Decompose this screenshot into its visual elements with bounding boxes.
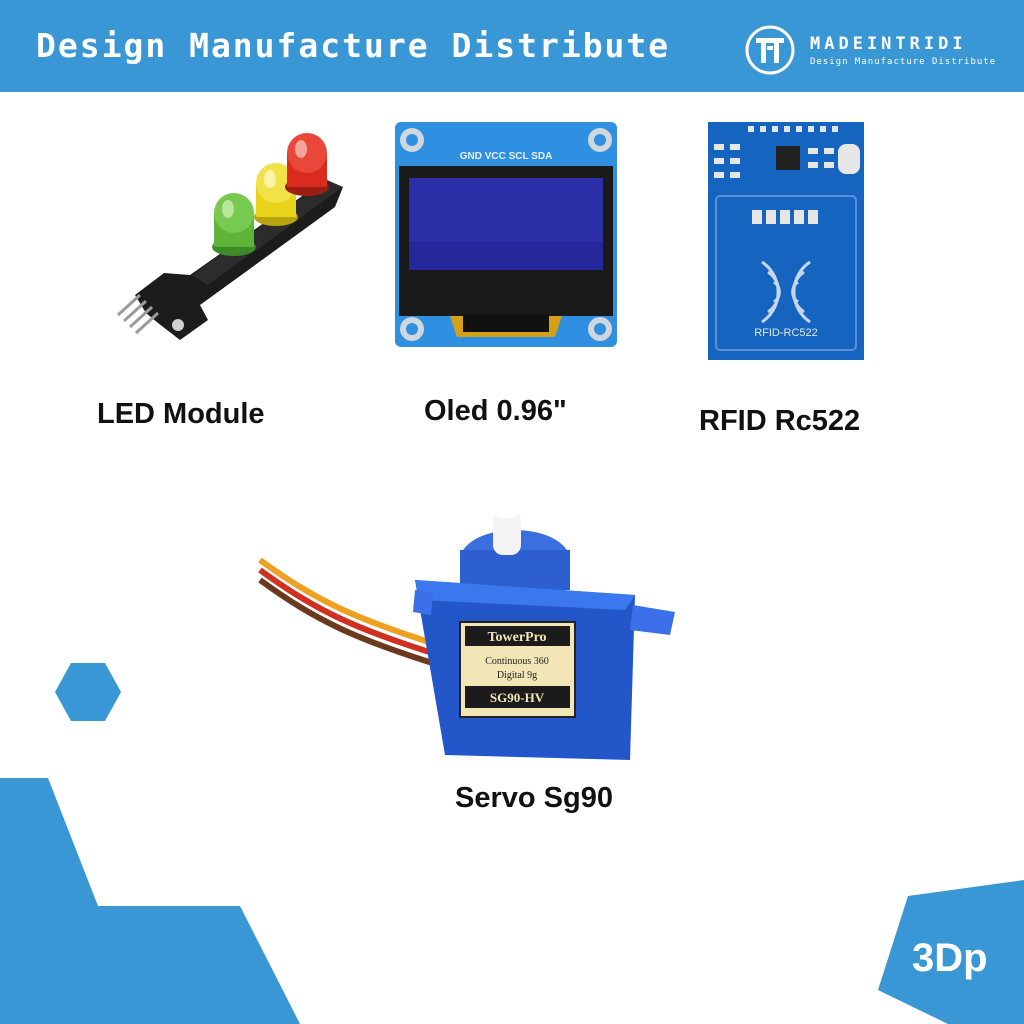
oled-pin-labels: GND VCC SCL SDA xyxy=(460,151,553,162)
brand-badge-label: 3Dp xyxy=(912,936,988,980)
header-tagline: Design Manufacture Distribute xyxy=(36,26,671,65)
brand-badge-shape xyxy=(878,880,1024,1024)
product-label-oled: Oled 0.96" xyxy=(424,395,567,427)
corner-decoration-left xyxy=(0,778,300,1024)
led-yellow xyxy=(254,163,298,226)
servo-motor-image: TowerPro Continuous 360 Digital 9g SG90-… xyxy=(258,506,675,760)
led-module-image xyxy=(116,133,343,340)
product-label-servo: Servo Sg90 xyxy=(455,782,613,814)
product-label-rfid: RFID Rc522 xyxy=(699,405,861,437)
brand-subtitle: Design Manufacture Distribute xyxy=(810,57,997,67)
madeintridi-logo-icon xyxy=(745,25,795,75)
rfid-board-image: RFID-RC522 xyxy=(708,122,864,360)
oled-display-image: GND VCC SCL SDA xyxy=(395,122,617,347)
product-label-led: LED Module xyxy=(97,398,265,430)
hexagon-decoration-icon xyxy=(55,663,121,721)
header-bar: Design Manufacture Distribute MADEINTRID… xyxy=(0,0,1024,92)
servo-desc-line1: Continuous 360 xyxy=(485,656,549,667)
rfid-board-label: RFID-RC522 xyxy=(754,327,818,339)
led-green xyxy=(212,193,256,256)
servo-desc-line2: Digital 9g xyxy=(497,670,537,681)
led-red xyxy=(285,133,329,196)
servo-brand-text: TowerPro xyxy=(487,630,546,645)
brand-name: MADEINTRIDI xyxy=(810,34,967,54)
servo-model-text: SG90-HV xyxy=(490,690,545,705)
